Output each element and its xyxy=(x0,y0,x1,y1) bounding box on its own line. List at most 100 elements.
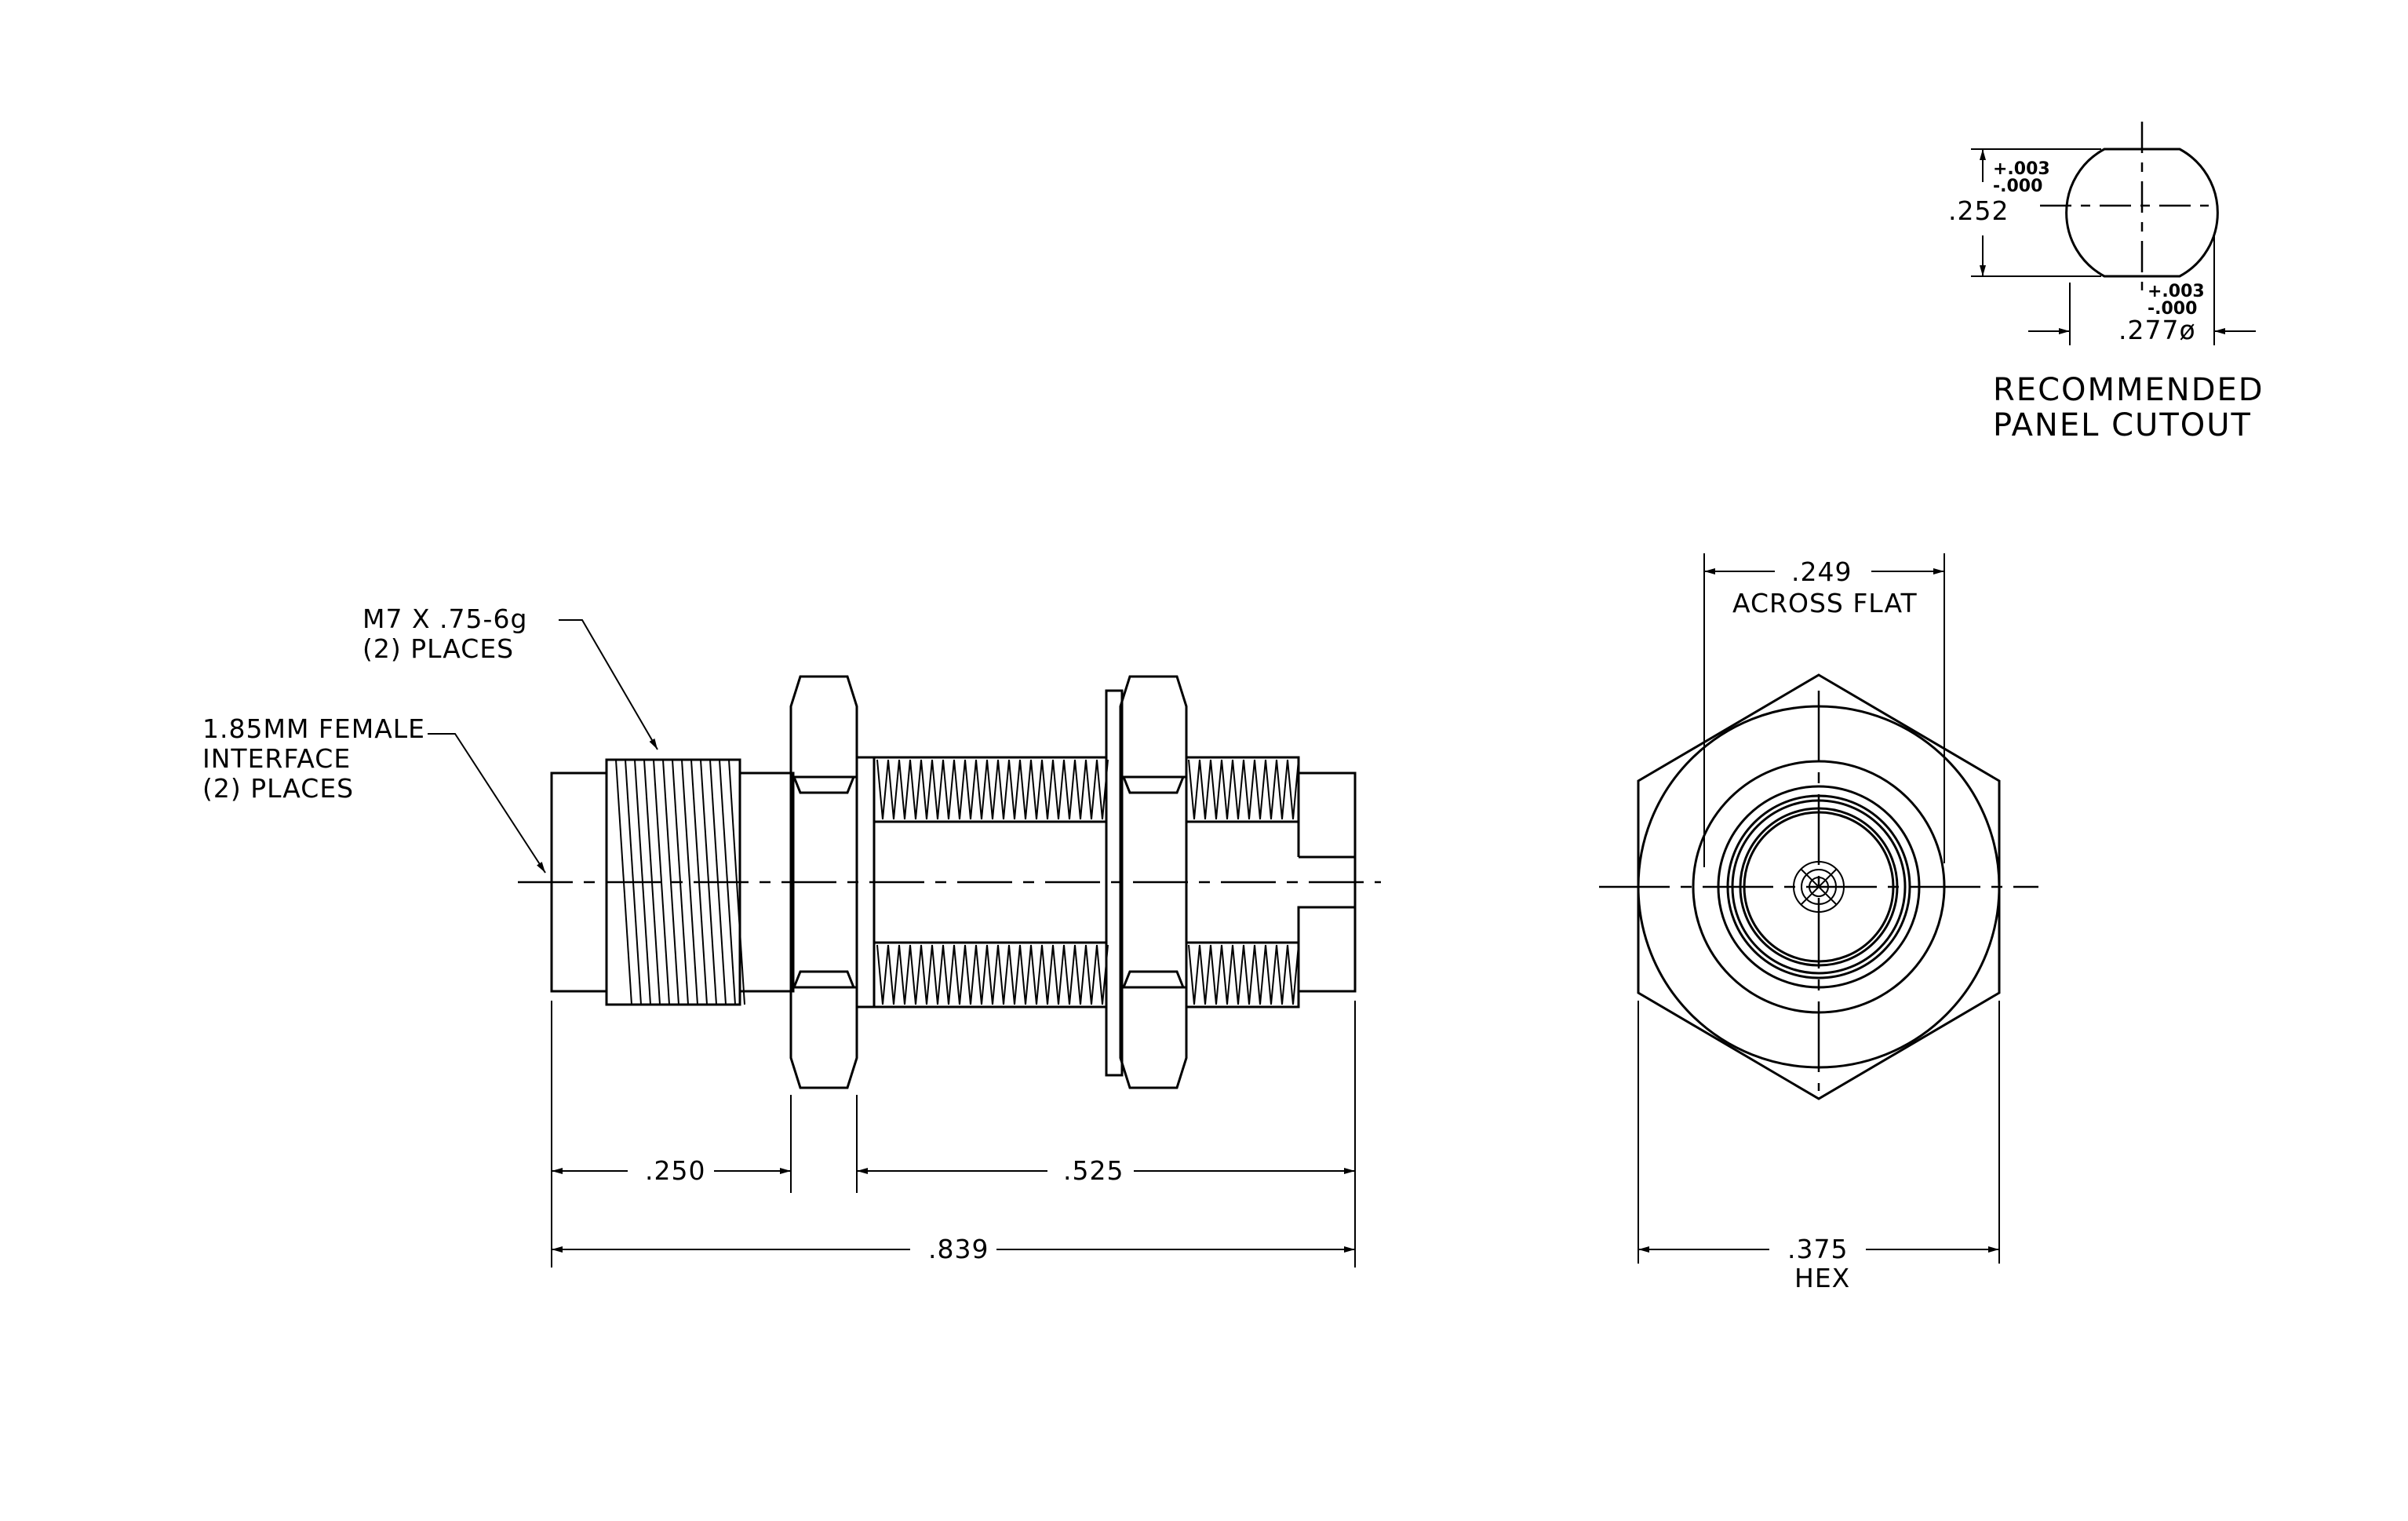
thread-line xyxy=(1243,759,1250,820)
thread-line xyxy=(1019,944,1026,1005)
left-hex-chamfer-2 xyxy=(792,970,855,988)
thread-callout-line2: (2) PLACES xyxy=(362,633,514,664)
thread-line xyxy=(1085,944,1092,1005)
dim-839-value: .839 xyxy=(928,1234,989,1264)
right-thread-lines xyxy=(1188,759,1299,1005)
thread-line xyxy=(1041,759,1048,820)
thread-line xyxy=(1058,759,1065,820)
thread-line xyxy=(904,759,911,820)
panel-cutout-outline xyxy=(2065,148,2219,278)
thread-line xyxy=(634,759,651,1005)
thread-line xyxy=(1237,759,1244,820)
thread-line xyxy=(728,759,745,1005)
thread-line xyxy=(1281,759,1288,820)
thread-line xyxy=(1193,759,1200,820)
cutout-dia-tol-minus: -.000 xyxy=(2148,299,2197,319)
thread-line xyxy=(1019,759,1026,820)
thread-line xyxy=(975,944,982,1005)
thread-line xyxy=(1276,944,1283,1005)
mid-thread-lines xyxy=(876,759,1109,1005)
thread-line xyxy=(992,759,999,820)
thread-line xyxy=(926,759,933,820)
thread-line xyxy=(981,759,988,820)
cutout-height-tol-plus: +.003 xyxy=(1993,159,2050,179)
thread-line xyxy=(1041,944,1048,1005)
thread-line xyxy=(1292,759,1299,820)
thread-line xyxy=(953,944,960,1005)
thread-line xyxy=(1199,944,1206,1005)
thread-line xyxy=(662,759,679,1005)
thread-line xyxy=(909,759,916,820)
left-hex-chamfer-1 xyxy=(792,776,855,794)
thread-line xyxy=(1096,759,1103,820)
thread-line xyxy=(1047,944,1054,1005)
thread-line xyxy=(964,944,971,1005)
end-view: .249 ACROSS FLAT .375 HEX xyxy=(1599,553,2038,1293)
thread-line xyxy=(1254,944,1261,1005)
thread-line xyxy=(681,759,698,1005)
thread-line xyxy=(643,759,661,1005)
thread-line xyxy=(948,944,955,1005)
thread-line xyxy=(1052,759,1059,820)
thread-line xyxy=(997,944,1004,1005)
right-hex-chamfer-2 xyxy=(1122,970,1185,988)
thread-line xyxy=(1091,759,1098,820)
thread-line xyxy=(700,759,717,1005)
thread-line xyxy=(1270,759,1277,820)
interface-callout-line1: 1.85MM FEMALE xyxy=(202,713,425,744)
thread-line xyxy=(1259,759,1266,820)
interface-callout-line3: (2) PLACES xyxy=(202,773,354,804)
thread-line xyxy=(997,759,1004,820)
right-interface-end xyxy=(1297,771,1357,993)
thread-line xyxy=(1047,759,1054,820)
thread-line xyxy=(1014,759,1021,820)
thread-line xyxy=(1232,944,1239,1005)
thread-line xyxy=(1254,759,1261,820)
thread-line xyxy=(1080,944,1087,1005)
thread-line xyxy=(931,759,938,820)
thread-line xyxy=(1074,759,1081,820)
thread-line xyxy=(1210,944,1217,1005)
thread-line xyxy=(719,759,736,1005)
thread-line xyxy=(1281,944,1288,1005)
thread-line xyxy=(1270,944,1277,1005)
left-step-ring xyxy=(855,756,876,1009)
left-collar xyxy=(738,771,795,993)
thread-line xyxy=(1036,759,1043,820)
thread-line xyxy=(1193,944,1200,1005)
thread-line xyxy=(1085,759,1092,820)
thread-line xyxy=(1221,944,1228,1005)
thread-line xyxy=(970,759,977,820)
cutout-caption-line2: PANEL CUTOUT xyxy=(1993,407,2252,443)
thread-line xyxy=(1221,759,1228,820)
thread-line xyxy=(615,759,632,1005)
thread-callout-line1: M7 X .75-6g xyxy=(362,604,527,634)
thread-line xyxy=(964,759,971,820)
thread-line xyxy=(1008,944,1015,1005)
thread-line xyxy=(1063,944,1070,1005)
thread-line xyxy=(690,759,708,1005)
thread-line xyxy=(1052,944,1059,1005)
thread-line xyxy=(1215,944,1222,1005)
interface-leader xyxy=(428,733,546,874)
thread-line xyxy=(1204,944,1211,1005)
thread-line xyxy=(882,944,889,1005)
thread-line xyxy=(1265,944,1272,1005)
thread-line xyxy=(1188,759,1195,820)
thread-line xyxy=(953,759,960,820)
thread-line xyxy=(893,759,900,820)
thread-line xyxy=(1008,759,1015,820)
thread-line xyxy=(1058,944,1065,1005)
thread-line xyxy=(920,759,927,820)
thread-line xyxy=(1210,759,1217,820)
thread-line xyxy=(876,944,883,1005)
thread-line xyxy=(887,759,894,820)
thread-line xyxy=(1025,944,1032,1005)
thread-line xyxy=(1025,759,1032,820)
flat-dim-value: .249 xyxy=(1791,556,1852,587)
thread-line xyxy=(1248,944,1255,1005)
hex-dim-value: .375 xyxy=(1787,1234,1848,1264)
thread-line xyxy=(959,759,966,820)
left-hex-nut xyxy=(789,675,858,1089)
thread-line xyxy=(942,759,949,820)
